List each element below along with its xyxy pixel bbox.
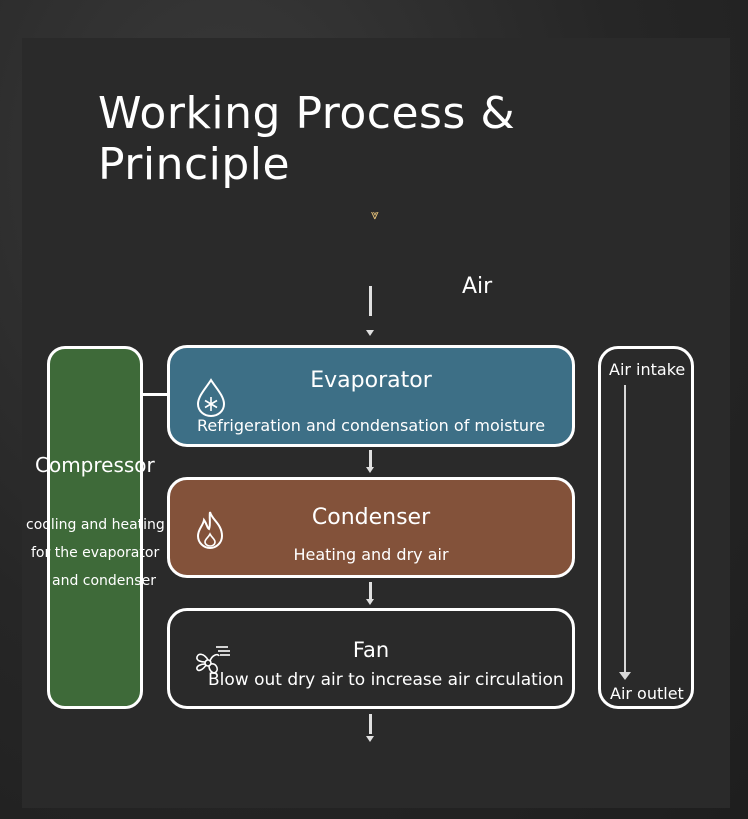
airflow-arrow-icon (619, 672, 631, 680)
flow-line-top (369, 286, 372, 316)
snowflake-drop-icon (196, 378, 226, 418)
condenser-desc: Heating and dry air (293, 545, 449, 564)
flow-arrow-2 (366, 599, 374, 605)
evaporator-desc: Refrigeration and condensation of moistu… (196, 416, 546, 435)
fan-icon (196, 646, 230, 674)
condenser-box: Condenser Heating and dry air (167, 477, 575, 578)
flame-icon (196, 511, 224, 550)
compressor-connector (143, 393, 169, 396)
condenser-title: Condenser (311, 505, 431, 530)
fan-desc: Blow out dry air to increase air circula… (208, 670, 564, 690)
air-label: Air (462, 274, 493, 299)
flow-arrow-bottom (366, 736, 374, 742)
flow-line-bottom (369, 714, 372, 734)
page-title: Working Process & Principle (98, 88, 516, 190)
decorative-glyph: ⩔ (371, 207, 379, 223)
air-intake-label: Air intake (609, 360, 686, 379)
flow-line-2 (369, 582, 372, 600)
airflow-line (624, 385, 626, 675)
evaporator-box: Evaporator Refrigeration and condensatio… (167, 345, 575, 447)
flow-arrow-1 (366, 467, 374, 473)
airflow-box (598, 346, 694, 709)
fan-box: Fan Blow out dry air to increase air cir… (167, 608, 575, 709)
compressor-title: Compressor (35, 453, 155, 477)
flow-line-1 (369, 450, 372, 468)
air-outlet-label: Air outlet (610, 684, 684, 703)
flow-arrow-top (366, 330, 374, 336)
compressor-desc-line-3: and condenser (52, 573, 156, 589)
evaporator-title: Evaporator (310, 368, 432, 393)
compressor-box (47, 346, 143, 709)
fan-title: Fan (352, 638, 390, 662)
compressor-desc-line-2: for the evaporator (31, 545, 160, 561)
compressor-desc-line-1: cooling and heating (26, 517, 165, 533)
